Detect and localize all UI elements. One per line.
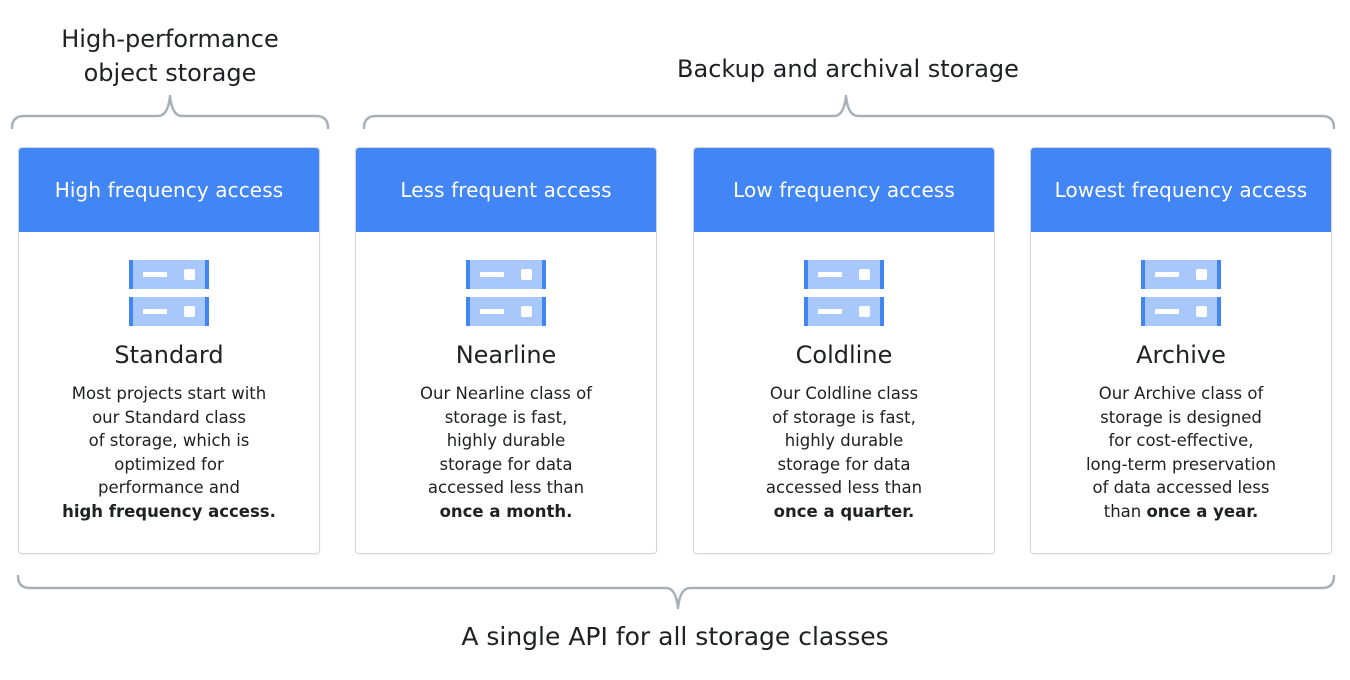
card-description: Our Coldline class of storage is fast, h… [765,384,923,521]
server-rack-icon [129,260,209,326]
card-header: High frequency access [19,148,319,232]
server-rack-icon [1141,260,1221,326]
card-description: Our Archive class of storage is designed… [1085,384,1277,521]
backup-archival-group-label: Backup and archival storage [677,55,1019,83]
card-description-emphasis: once a year. [1146,501,1259,521]
server-rack-icon [466,260,546,326]
single-api-label: A single API for all storage classes [461,622,889,651]
high-performance-group-label: High-performance object storage [61,25,279,87]
card-header: Lowest frequency access [1031,148,1331,232]
card-title: Standard [114,341,224,369]
storage-class-card-nearline: Less frequent access Nearline Our Nearli… [355,147,657,554]
card-title: Coldline [795,341,893,369]
card-description: Most projects start with our Standard cl… [62,384,276,521]
storage-class-card-standard: High frequency access Standard Most proj… [18,147,320,554]
storage-class-card-archive: Lowest frequency access Archive Our Arch… [1030,147,1332,554]
storage-class-card-coldline: Low frequency access Coldline Our Coldli… [693,147,995,554]
card-description-emphasis: once a month. [439,501,573,521]
card-header: Low frequency access [694,148,994,232]
card-description-emphasis: high frequency access. [62,501,276,521]
card-description-emphasis: once a quarter. [773,501,915,521]
card-description: Our Nearline class of storage is fast, h… [420,384,592,521]
server-rack-icon [804,260,884,326]
card-title: Archive [1136,341,1226,369]
card-title: Nearline [455,341,557,369]
card-header: Less frequent access [356,148,656,232]
